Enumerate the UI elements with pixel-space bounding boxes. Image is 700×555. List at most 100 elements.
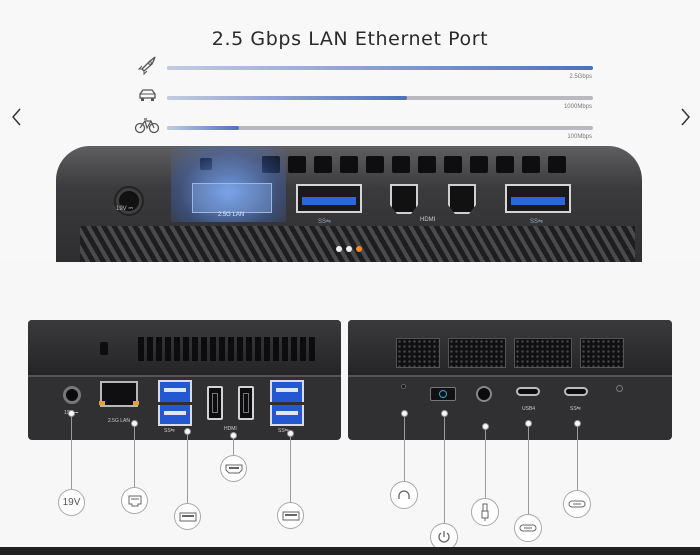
callout-power xyxy=(430,523,458,551)
vent-slot xyxy=(288,156,306,173)
callout-dc-19v: 19V xyxy=(58,489,85,516)
carousel-prev-button[interactable] xyxy=(8,106,26,128)
vent-rib xyxy=(309,337,315,361)
callout-line xyxy=(187,435,188,503)
usb4-port xyxy=(516,387,540,396)
hdmi-port-1 xyxy=(207,386,223,420)
callout-anchor xyxy=(131,420,138,427)
usb-a-stack-right xyxy=(270,380,304,426)
callout-line xyxy=(71,417,72,489)
carousel-dot-1[interactable] xyxy=(336,246,342,252)
callout-hdmi xyxy=(220,455,247,482)
vent-rib xyxy=(201,337,207,361)
vent-slot xyxy=(392,156,410,173)
callout-usb-a-left xyxy=(174,503,201,530)
callout-usb-a-right xyxy=(277,502,304,529)
usb-c-icon xyxy=(519,524,537,532)
vent-mesh-2 xyxy=(448,338,506,368)
feature-carousel: 2.5 Gbps LAN Ethernet Port 2.5Gbps 1000M… xyxy=(0,0,700,262)
callout-anchor xyxy=(401,410,408,417)
vent-rib xyxy=(291,337,297,361)
reset-pinhole xyxy=(401,384,406,389)
carousel-next-button[interactable] xyxy=(676,106,694,128)
vent-rib xyxy=(273,337,279,361)
usb-c-port xyxy=(564,387,588,396)
panel-divider xyxy=(348,375,672,377)
speed-label-100mbps: 100Mbps xyxy=(567,134,592,140)
usb-a-port-left xyxy=(296,184,362,213)
speed-label-1000mbps: 1000Mbps xyxy=(563,104,592,110)
speed-fill-1000mbps xyxy=(167,96,407,100)
hdmi-port-2 xyxy=(448,184,476,214)
bicycle-icon xyxy=(134,118,160,134)
speed-track xyxy=(167,126,593,130)
callout-anchor xyxy=(525,420,532,427)
vent-rib xyxy=(246,337,252,361)
hdmi-port-1 xyxy=(390,184,418,214)
usb-c-icon xyxy=(568,500,586,508)
vent-rib xyxy=(174,337,180,361)
callout-dc-text: 19V xyxy=(62,497,81,508)
power-button xyxy=(430,387,456,401)
chevron-right-icon xyxy=(681,108,690,126)
usb-right-label: SS⇋ xyxy=(530,219,544,225)
callout-usb4 xyxy=(514,514,542,542)
carousel-pagination xyxy=(336,239,366,257)
vent-rib xyxy=(255,337,261,361)
ethernet-icon xyxy=(128,495,141,506)
vent-mesh-3 xyxy=(514,338,572,368)
dc-power-port xyxy=(63,386,81,404)
callout-headphone xyxy=(390,481,418,509)
vent-slot xyxy=(522,156,540,173)
vent-rib xyxy=(300,337,306,361)
hdmi-icon xyxy=(225,464,242,473)
callout-audio-jack xyxy=(471,498,499,526)
vent-rib xyxy=(210,337,216,361)
usb-a-stack-left xyxy=(158,380,192,426)
hdmi-label: HDMI xyxy=(224,426,237,432)
vent-slot xyxy=(418,156,436,173)
callout-lan xyxy=(121,487,148,514)
carousel-title: 2.5 Gbps LAN Ethernet Port xyxy=(211,28,489,50)
usb-left-label: SS⇋ xyxy=(318,219,332,225)
usb-stack-left-label: SS⇋ xyxy=(164,428,175,434)
callout-anchor xyxy=(482,423,489,430)
usb-stack-right-label: SS⇋ xyxy=(278,428,289,434)
front-io-panel: USB4 SS⇋ xyxy=(348,320,672,440)
usb4-label: USB4 xyxy=(522,406,536,412)
kensington-lock-slot xyxy=(100,342,108,355)
audio-jack xyxy=(476,386,492,402)
vent-rib xyxy=(183,337,189,361)
callout-line xyxy=(528,427,529,514)
callout-anchor xyxy=(230,432,237,439)
vent-slot xyxy=(340,156,358,173)
rear-io-panel: 19V ⎓ 2.5G LAN SS⇋ HDMI SS⇋ xyxy=(28,320,341,440)
callout-anchor xyxy=(184,428,191,435)
callout-line xyxy=(233,439,234,455)
vent-rib xyxy=(228,337,234,361)
carousel-dot-2[interactable] xyxy=(346,246,352,252)
vent-slot xyxy=(496,156,514,173)
vent-rib xyxy=(237,337,243,361)
vent-rib xyxy=(219,337,225,361)
carousel-dot-3[interactable] xyxy=(356,246,362,252)
speed-label-2-5gbps: 2.5Gbps xyxy=(569,74,592,80)
dc-power-port xyxy=(116,188,142,214)
callout-line xyxy=(290,437,291,502)
vent-rib xyxy=(264,337,270,361)
audio-plug-icon xyxy=(481,503,489,521)
vent-mesh-4 xyxy=(580,338,624,368)
hdmi-port-2 xyxy=(238,386,254,420)
rocket-icon xyxy=(137,56,156,75)
dc-port-label: 19V ⎓ xyxy=(116,206,134,212)
callout-anchor xyxy=(287,430,294,437)
callout-line xyxy=(485,430,486,498)
vent-rib xyxy=(138,337,144,361)
car-icon xyxy=(139,89,156,101)
usb-a-port-right xyxy=(505,184,571,213)
callout-line xyxy=(444,417,445,523)
callout-line xyxy=(577,427,578,490)
vent-rib xyxy=(156,337,162,361)
vent-mesh-1 xyxy=(396,338,440,368)
vent-slot xyxy=(470,156,488,173)
